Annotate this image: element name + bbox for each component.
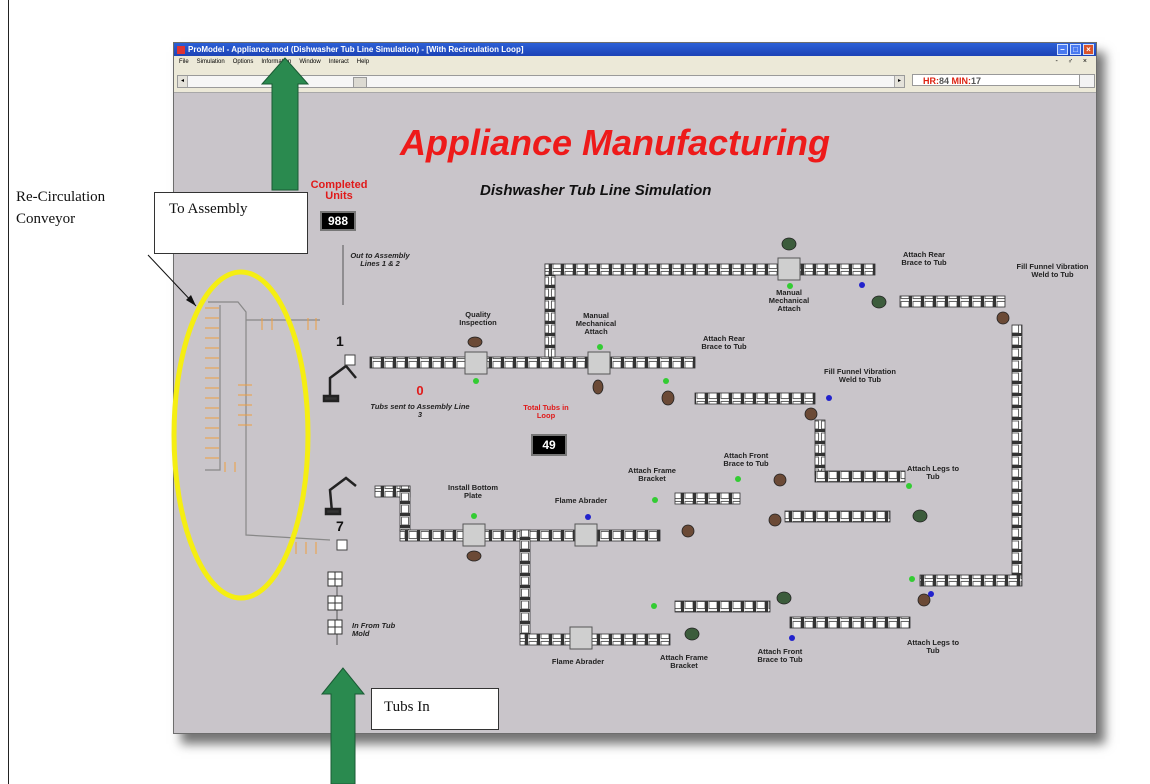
menu-help[interactable]: Help [356, 59, 370, 65]
conveyor-lower [374, 485, 891, 646]
slider-left-button[interactable]: ◂ [178, 76, 188, 87]
label-fill-funnel-2: Fill Funnel Vibration Weld to Tub [1016, 262, 1089, 279]
label-flame-abrader-2: Flame Abrader [551, 657, 605, 666]
page-left-rule [8, 0, 9, 784]
promodel-window: ProModel - Appliance.mod (Dishwasher Tub… [173, 42, 1097, 734]
menu-window[interactable]: Window [299, 59, 321, 65]
menu-bar: File Simulation Options Information Wind… [174, 56, 1096, 68]
screen-title: Appliance Manufacturing [400, 122, 831, 163]
title-bar: ProModel - Appliance.mod (Dishwasher Tub… [174, 43, 1096, 56]
window-controls: – □ × [1057, 44, 1094, 55]
label-attach-frame-bracket-2: Attach Frame Bracket [660, 653, 708, 670]
tub-mold-queue [327, 571, 343, 635]
label-fill-funnel-1: Fill Funnel Vibration Weld to Tub [824, 367, 896, 384]
clock-hr-label: HR: [923, 76, 939, 86]
bottom-plate-station[interactable] [462, 523, 486, 547]
total-tubs-label: Total Tubs in Loop [523, 403, 569, 420]
tubs-sent-counter: 0 [416, 383, 424, 398]
to-assembly-arrow [260, 57, 310, 191]
line-number-7: 7 [336, 518, 344, 534]
label-quality-inspection: Quality Inspection [459, 310, 497, 327]
recirculation-loop [205, 301, 331, 541]
flame-abrader-station-2[interactable] [569, 626, 593, 650]
app-icon [177, 45, 185, 54]
minimize-button[interactable]: – [1057, 44, 1068, 55]
menu-options[interactable]: Options [232, 59, 254, 65]
flame-abrader-station-1[interactable] [574, 523, 598, 547]
total-tubs-counter: 49 [531, 434, 567, 456]
label-attach-front-brace-2: Attach Front Brace to Tub [757, 647, 803, 664]
label-attach-rear-brace-2: Attach Rear Brace to Tub [901, 250, 947, 267]
recirculation-annotation-line-2: Conveyor [16, 211, 76, 227]
sim-clock: HR:84 MIN:17 [912, 74, 1095, 88]
tubs-sent-label: Tubs sent to Assembly Line 3 [370, 402, 470, 419]
recirculation-annotation-line-1: Re-Circulation [16, 189, 106, 205]
menu-file[interactable]: File [179, 59, 189, 65]
slider-thumb[interactable] [353, 77, 367, 88]
menu-interact[interactable]: Interact [328, 59, 349, 65]
clock-min-label: MIN: [951, 76, 972, 86]
maximize-button[interactable]: □ [1070, 44, 1081, 55]
robot-arm-7 [324, 476, 357, 516]
label-manual-mech-attach-2: Manual Mechanical Attach [768, 288, 810, 313]
label-flame-abrader-1: Flame Abrader [554, 496, 608, 505]
tubs-in-arrow [320, 667, 366, 784]
label-install-bottom-plate: Install Bottom Plate [448, 483, 498, 500]
close-button[interactable]: × [1083, 44, 1094, 55]
window-title: ProModel - Appliance.mod (Dishwasher Tub… [188, 45, 524, 54]
completed-units-label: Completed Units [310, 179, 368, 202]
in-from-tub-mold-label: In From Tub Mold [352, 621, 396, 638]
label-manual-mech-attach-1: Manual Mechanical Attach [575, 311, 617, 336]
label-attach-rear-brace-1: Attach Rear Brace to Tub [701, 334, 747, 351]
conveyor-upper [369, 263, 1023, 629]
label-attach-front-brace-1: Attach Front Brace to Tub [723, 451, 769, 468]
manual-attach-station-1[interactable] [587, 351, 611, 375]
slider-right-button[interactable]: ▸ [894, 76, 904, 87]
manual-attach-station-2[interactable] [777, 257, 801, 281]
quality-inspection-station[interactable] [464, 351, 488, 375]
recirculation-highlight [171, 269, 311, 601]
clock-min-value: 17 [971, 76, 982, 86]
completed-units-counter: 988 [320, 211, 356, 231]
menu-information[interactable]: Information [261, 59, 292, 65]
label-attach-legs-2: Attach Legs to Tub [906, 638, 960, 655]
screen-subtitle: Dishwasher Tub Line Simulation [480, 182, 712, 199]
robot-arm-1 [322, 364, 357, 403]
line-number-1: 1 [336, 333, 344, 349]
to-assembly-callout: To Assembly [154, 192, 308, 254]
speed-slider[interactable]: ◂ ▸ [177, 75, 905, 88]
menu-simulation[interactable]: Simulation [196, 59, 225, 65]
speed-toolbar: ◂ ▸ HR:84 MIN:17 [174, 68, 1096, 93]
recirculation-markers [205, 307, 317, 554]
out-to-assembly-label: Out to Assembly Lines 1 & 2 [350, 251, 410, 268]
label-attach-legs-1: Attach Legs to Tub [906, 464, 960, 481]
label-attach-frame-bracket-1: Attach Frame Bracket [628, 466, 676, 483]
tubs-in-callout: Tubs In [371, 688, 499, 730]
mdi-controls[interactable]: - ♂ × [1055, 58, 1091, 65]
recirculation-annotation: Re-Circulation Conveyor [16, 186, 105, 230]
clock-panel [1079, 74, 1095, 88]
clock-hr-value: 84 [939, 76, 950, 86]
